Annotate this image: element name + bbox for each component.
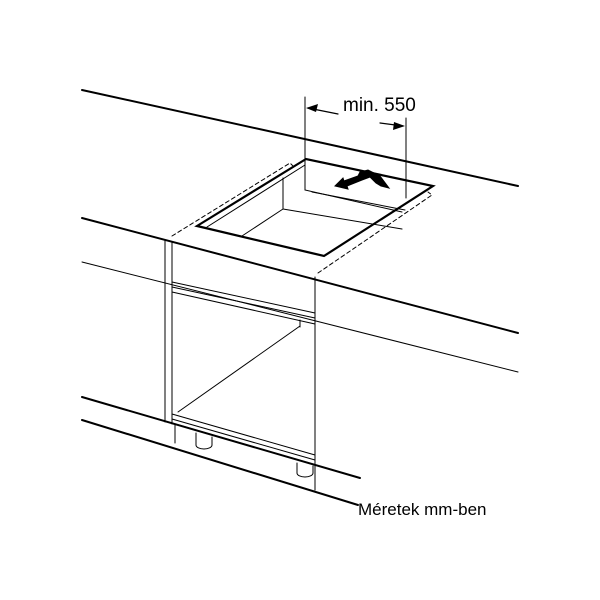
cutout-floor-front — [241, 208, 284, 237]
cabinet-bottom-3 — [171, 422, 316, 466]
cabinet-dashed-left — [171, 162, 295, 237]
cabinet-rail-3 — [171, 291, 316, 325]
cabinet-bottom-1 — [171, 413, 316, 456]
units-caption: Méretek mm-ben — [358, 500, 487, 519]
dimension-arrow-left-head — [306, 104, 318, 112]
cutout-back-strip — [311, 191, 406, 211]
airflow-arrow-icon — [334, 169, 391, 190]
countertop-front-top-edge — [81, 217, 519, 334]
cutout-outline — [194, 157, 436, 258]
countertop-front-bottom-edge — [81, 261, 519, 373]
cabinet-foot-left — [195, 432, 213, 450]
cabinet-rail-1 — [171, 281, 316, 314]
countertop-back-edge — [81, 89, 519, 187]
floor-line-lower — [81, 419, 359, 506]
dimension-label: min. 550 — [343, 95, 416, 116]
cabinet-dashed-right — [317, 191, 433, 274]
cabinet-bottom-2 — [171, 418, 316, 461]
cabinet-foot-right — [296, 462, 314, 478]
cabinet-back-edge — [177, 325, 301, 413]
dimension-arrow-right-head — [393, 122, 405, 130]
cutout-floor-line — [282, 208, 403, 230]
cabinet-rail-2 — [171, 286, 316, 319]
